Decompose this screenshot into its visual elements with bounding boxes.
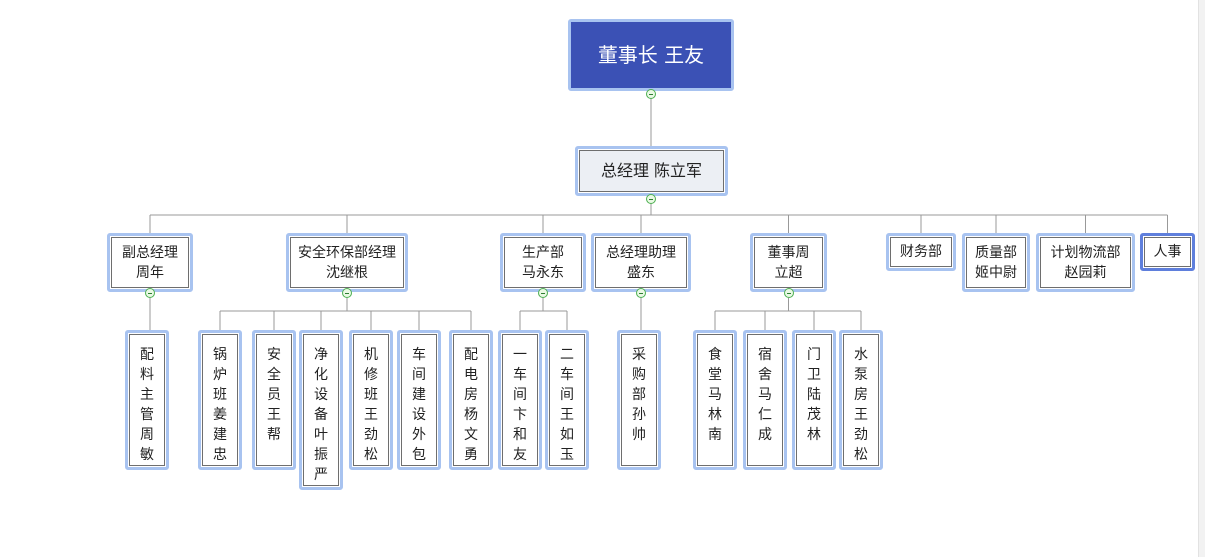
department-node[interactable]: 总经理助理 盛东 [591,233,691,292]
department-node[interactable]: 董事周 立超 [750,233,827,292]
department-node[interactable]: 人事 [1140,233,1195,271]
department-node[interactable]: 安全环保部经理 沈继根 [286,233,408,292]
department-label: 质量部 姬中尉 [966,237,1026,288]
collapse-general-manager-icon[interactable] [646,194,656,204]
staff-node[interactable]: 采购部孙帅 [617,330,661,470]
chairman-node[interactable]: 董事长 王友 [568,19,734,91]
collapse-department-icon[interactable] [538,288,548,298]
staff-node[interactable]: 锅炉班姜建忠 [198,330,242,470]
chairman-label: 董事长 王友 [572,23,730,87]
staff-node[interactable]: 机修班王劲松 [349,330,393,470]
department-label: 总经理助理 盛东 [595,237,687,288]
department-node[interactable]: 财务部 [886,233,956,271]
scrollbar[interactable] [1198,0,1205,557]
staff-label: 配电房杨文勇 [453,334,489,466]
staff-node[interactable]: 配料主管周敏 [125,330,169,470]
collapse-department-icon[interactable] [783,288,794,298]
staff-label: 水泵房王劲松 [843,334,879,466]
staff-label: 一车间卞和友 [502,334,538,466]
department-label: 人事 [1144,237,1191,267]
collapse-department-icon[interactable] [636,288,646,298]
staff-label: 配料主管周敏 [129,334,165,466]
department-label: 副总经理 周年 [111,237,189,288]
staff-label: 二车间王如玉 [549,334,585,466]
staff-node[interactable]: 宿舍马仁成 [743,330,787,470]
general-manager-label: 总经理 陈立军 [579,150,724,192]
staff-label: 机修班王劲松 [353,334,389,466]
collapse-department-icon[interactable] [342,288,352,298]
department-node[interactable]: 生产部 马永东 [500,233,586,292]
staff-node[interactable]: 车间建设外包 [397,330,441,470]
staff-label: 车间建设外包 [401,334,437,466]
department-label: 财务部 [890,237,952,267]
staff-label: 采购部孙帅 [621,334,657,466]
department-label: 董事周 立超 [754,237,823,288]
staff-label: 宿舍马仁成 [747,334,783,466]
department-node[interactable]: 计划物流部 赵园莉 [1036,233,1135,292]
department-label: 生产部 马永东 [504,237,582,288]
staff-label: 锅炉班姜建忠 [202,334,238,466]
staff-node[interactable]: 配电房杨文勇 [449,330,493,470]
staff-label: 安全员王帮 [256,334,292,466]
staff-node[interactable]: 门卫陆茂林 [792,330,836,470]
staff-label: 门卫陆茂林 [796,334,832,466]
staff-node[interactable]: 净化设备叶振严 [299,330,343,490]
staff-node[interactable]: 安全员王帮 [252,330,296,470]
staff-label: 食堂马林南 [697,334,733,466]
general-manager-node[interactable]: 总经理 陈立军 [575,146,728,196]
collapse-department-icon[interactable] [145,288,155,298]
department-node[interactable]: 质量部 姬中尉 [962,233,1030,292]
staff-label: 净化设备叶振严 [303,334,339,486]
staff-node[interactable]: 二车间王如玉 [545,330,589,470]
department-label: 安全环保部经理 沈继根 [290,237,404,288]
collapse-chairman-icon[interactable] [646,89,656,99]
staff-node[interactable]: 食堂马林南 [693,330,737,470]
staff-node[interactable]: 一车间卞和友 [498,330,542,470]
department-node[interactable]: 副总经理 周年 [107,233,193,292]
department-label: 计划物流部 赵园莉 [1040,237,1131,288]
staff-node[interactable]: 水泵房王劲松 [839,330,883,470]
